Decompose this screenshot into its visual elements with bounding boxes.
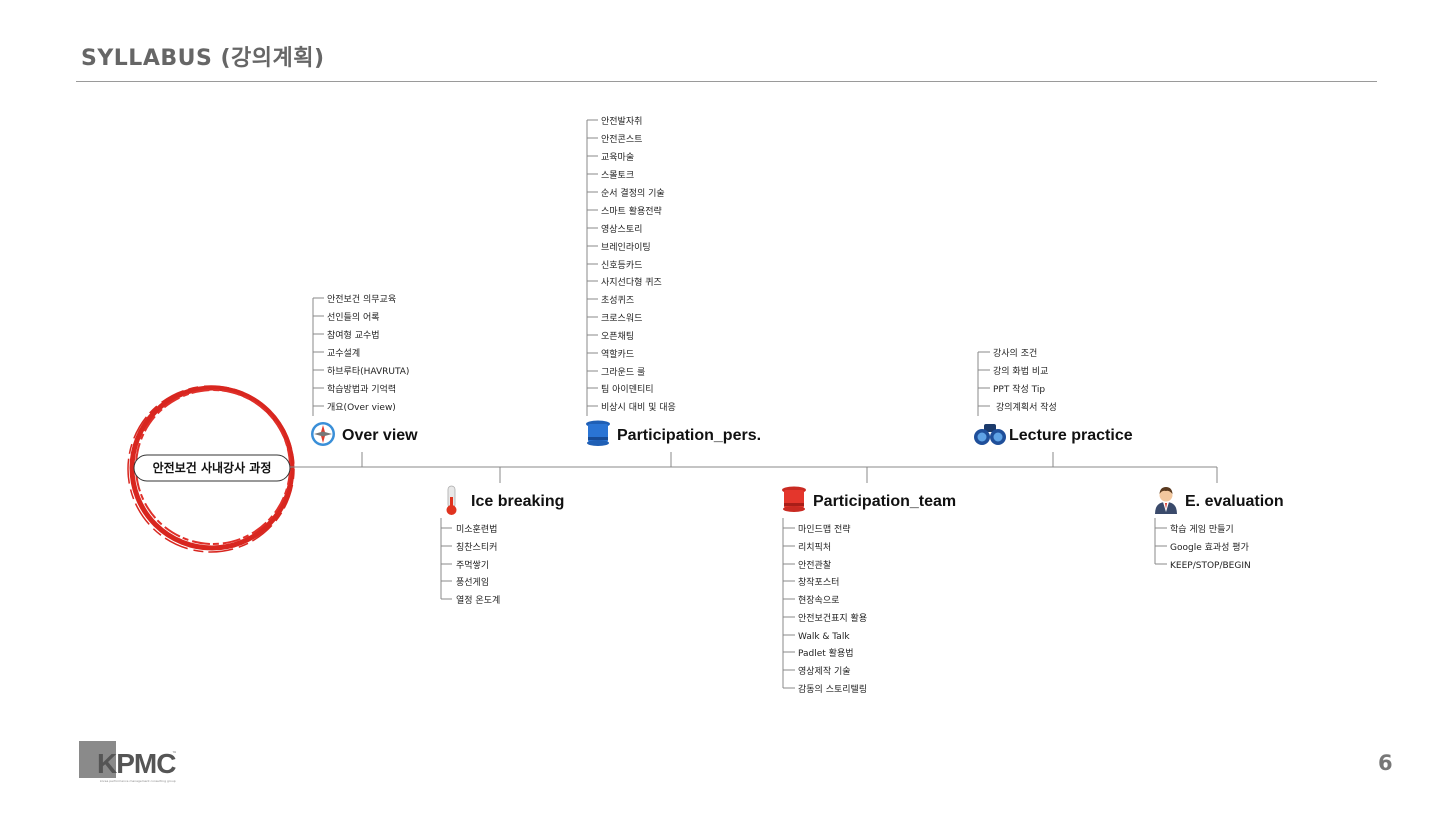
list-item: Padlet 활용법	[798, 647, 854, 659]
list-item: 칭찬스티커	[456, 542, 497, 553]
root-node	[133, 454, 291, 482]
list-item: 팀 아이덴티티	[601, 383, 654, 395]
red-top-hat-icon	[782, 486, 806, 512]
list-item: 풍선게임	[456, 576, 489, 588]
blue-top-hat-icon	[586, 420, 610, 446]
list-item: 스마트 활용전략	[601, 205, 662, 217]
list-item: 미소훈련법	[456, 523, 497, 535]
list-item: 안전발자취	[601, 116, 642, 127]
binoculars-icon	[974, 424, 1006, 445]
branch-overview: 안전보건 의무교육 선인들의 어록 참여형 교수법 교수설계 하브루타(HAVR…	[311, 294, 418, 446]
logo-trademark: ™	[172, 751, 177, 757]
list-item: 하브루타(HAVRUTA)	[327, 366, 409, 377]
branch-title-participation-pers: Participation_pers.	[617, 427, 761, 444]
list-item: 열정 온도계	[456, 594, 500, 606]
list-item: 역할카드	[601, 349, 634, 360]
list-item: 주먹쌓기	[456, 560, 489, 571]
branch-title-overview: Over view	[342, 427, 418, 444]
list-item: PPT 작성 Tip	[993, 384, 1045, 395]
branch-evaluation: E. evaluation 학습 게임 만들기 Google 효과성 평가 KE…	[1154, 487, 1284, 571]
item-list-lecture-practice: 강사의 조건 강의 화법 비교 PPT 작성 Tip 강의계획서 작성	[978, 348, 1057, 413]
logo-text: KPMC	[97, 748, 176, 779]
list-item: 사지선다형 퀴즈	[601, 277, 662, 288]
list-item: 학습 게임 만들기	[1170, 523, 1234, 535]
list-item: 학습방법과 기억력	[327, 383, 396, 395]
branch-title-icebreaking: Ice breaking	[471, 493, 564, 510]
list-item: 안전콘스트	[601, 134, 642, 145]
list-item: 강사의 조건	[993, 348, 1037, 359]
person-icon	[1155, 487, 1177, 514]
list-item: 리치픽처	[798, 541, 831, 553]
list-item: 창작포스터	[798, 577, 839, 588]
title-divider	[76, 81, 1377, 82]
list-item: 교수설계	[327, 347, 360, 359]
list-item: 참여형 교수법	[327, 329, 380, 341]
list-item: 오픈채팅	[601, 331, 634, 342]
list-item: 현장속으로	[798, 595, 839, 606]
branch-title-evaluation: E. evaluation	[1185, 493, 1284, 510]
item-list-evaluation: 학습 게임 만들기 Google 효과성 평가 KEEP/STOP/BEGIN	[1155, 523, 1251, 571]
logo-mark	[79, 741, 116, 778]
page-title: SYLLABUS (강의계획)	[81, 46, 325, 71]
list-item: 브레인라이팅	[601, 242, 651, 253]
item-list-overview: 안전보건 의무교육 선인들의 어록 참여형 교수법 교수설계 하브루타(HAVR…	[313, 294, 409, 413]
list-item: 안전보건 의무교육	[327, 294, 396, 305]
list-item: 초성퀴즈	[601, 295, 634, 306]
list-item: 순서 결정의 기술	[601, 188, 665, 199]
list-item: 스몰토크	[601, 170, 634, 181]
page-number: 6	[1378, 751, 1393, 775]
list-item: 선인들의 어록	[327, 312, 380, 323]
item-list-participation-team: 마인드맵 전략 리치픽처 안전관찰 창작포스터 현장속으로 안전보건표지 활용 …	[783, 523, 867, 695]
logo-subtitle: korea performance management consulting …	[100, 779, 176, 783]
list-item: 강의 화법 비교	[993, 366, 1048, 377]
branch-lecture-practice: 강사의 조건 강의 화법 비교 PPT 작성 Tip 강의계획서 작성 Lect…	[974, 348, 1133, 445]
kpmc-logo: KPMC ™ korea performance management cons…	[79, 741, 179, 787]
list-item: 영상제작 기술	[798, 666, 851, 677]
list-item: 개요(Over view)	[327, 402, 396, 413]
branch-title-participation-team: Participation_team	[813, 493, 956, 510]
branch-participation-pers: 안전발자취 안전콘스트 교육마술 스몰토크 순서 결정의 기술 스마트 활용전략…	[586, 116, 761, 446]
list-item: KEEP/STOP/BEGIN	[1170, 561, 1251, 571]
list-item: 영상스토리	[601, 224, 642, 235]
list-item: 비상시 대비 및 대응	[601, 401, 676, 413]
list-item: 신호등카드	[601, 260, 642, 271]
root-label: 안전보건 사내강사 과정	[153, 460, 272, 475]
thermometer-icon	[446, 485, 457, 515]
compass-icon	[311, 422, 335, 446]
item-list-participation-pers: 안전발자취 안전콘스트 교육마술 스몰토크 순서 결정의 기술 스마트 활용전략…	[587, 116, 676, 413]
list-item: 안전보건표지 활용	[798, 612, 867, 624]
branch-icebreaking: Ice breaking 미소훈련법 칭찬스티커 주먹쌓기 풍선게임 열정 온도…	[440, 485, 564, 606]
list-item: 강의계획서 작성	[996, 401, 1057, 413]
list-item: 그라운드 룰	[601, 367, 645, 378]
list-item: 안전관찰	[798, 560, 831, 571]
list-item: 교육마술	[601, 152, 634, 163]
list-item: 마인드맵 전략	[798, 523, 851, 535]
list-item: Walk & Talk	[798, 632, 850, 642]
list-item: 크로스워드	[601, 313, 642, 324]
branch-title-lecture-practice: Lecture practice	[1009, 427, 1133, 444]
list-item: Google 효과성 평가	[1170, 542, 1249, 553]
branch-participation-team: Participation_team 마인드맵 전략 리치픽처 안전관찰 창작포…	[782, 486, 956, 695]
item-list-icebreaking: 미소훈련법 칭찬스티커 주먹쌓기 풍선게임 열정 온도계	[441, 523, 500, 606]
list-item: 감동의 스토리텔링	[798, 683, 867, 695]
